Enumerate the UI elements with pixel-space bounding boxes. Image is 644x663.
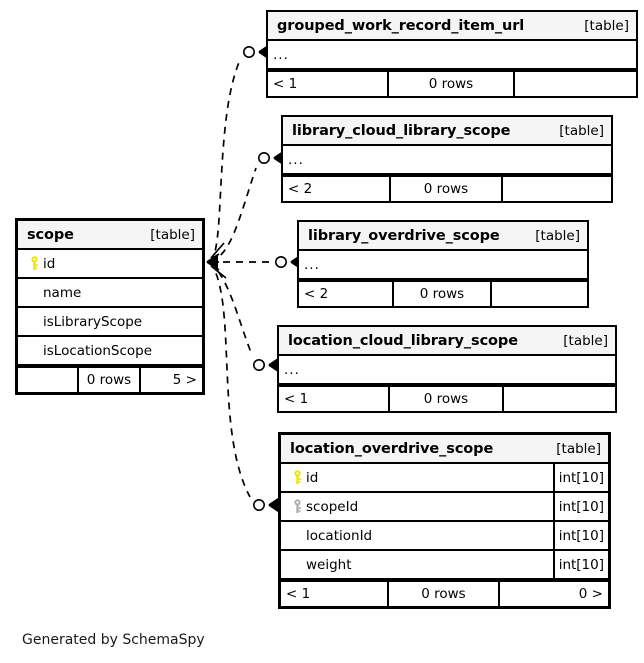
edge-scope-to-location-cloud-library-scope xyxy=(209,261,253,356)
table-row[interactable]: isLibraryScope xyxy=(18,308,202,337)
column-name: name xyxy=(43,284,82,301)
column-cell: name xyxy=(18,285,202,301)
column-name: isLibraryScope xyxy=(43,313,143,330)
table-header-location_cloud_library_scope[interactable]: location_cloud_library_scope [table] xyxy=(279,327,615,356)
footer-row-count: 0 rows xyxy=(389,582,501,606)
column-name: id xyxy=(43,255,56,272)
column-name: weight xyxy=(306,556,352,573)
column-type: int[10] xyxy=(552,464,608,491)
table-row[interactable]: isLocationScope xyxy=(18,337,202,366)
table-kind-label: [table] xyxy=(150,226,195,243)
table-node-library_cloud_library_scope[interactable]: library_cloud_library_scope [table]... < 2… xyxy=(281,115,613,203)
column-name: scopeId xyxy=(306,498,359,515)
column-name: isLocationScope xyxy=(43,342,153,359)
footer-row-count: 0 rows xyxy=(394,282,492,306)
footer-parent-count[interactable]: < 2 xyxy=(299,282,395,306)
footer-child-count[interactable] xyxy=(504,387,615,411)
schemaspy-credit: Generated by SchemaSpy xyxy=(22,632,205,648)
table-kind-label: [table] xyxy=(556,440,601,457)
table-node-location_overdrive_scope[interactable]: location_overdrive_scope [table] id int[10]… xyxy=(278,432,611,609)
table-row[interactable]: name xyxy=(18,279,202,308)
edge-scope-to-library-cloud-library-scope xyxy=(209,167,257,263)
table-header-location_overdrive_scope[interactable]: location_overdrive_scope [table] xyxy=(281,435,608,464)
footer-row-count: 0 rows xyxy=(389,72,515,96)
column-cell: isLocationScope xyxy=(18,343,202,359)
collapsed-columns-ellipsis: ... xyxy=(284,361,300,378)
table-row[interactable]: weight int[10] xyxy=(281,551,608,580)
table-row[interactable]: ... xyxy=(279,356,615,385)
column-type: int[10] xyxy=(552,522,608,549)
footer-child-count[interactable] xyxy=(515,72,636,96)
column-type: int[10] xyxy=(552,551,608,578)
table-header-scope[interactable]: scope [table] xyxy=(18,221,202,250)
table-node-grouped_work_record_item_url[interactable]: grouped_work_record_item_url [table]... < … xyxy=(266,10,638,98)
column-cell: id xyxy=(281,470,553,486)
footer-parent-count[interactable] xyxy=(18,368,79,392)
table-kind-label: [table] xyxy=(584,17,629,34)
table-kind-label: [table] xyxy=(563,332,608,349)
table-row[interactable]: scopeId int[10] xyxy=(281,493,608,522)
key-icon-primary xyxy=(26,256,43,271)
collapsed-columns-ellipsis: ... xyxy=(273,46,289,63)
table-row[interactable]: locationId int[10] xyxy=(281,522,608,551)
footer-parent-count[interactable]: < 1 xyxy=(268,72,390,96)
table-title: location_cloud_library_scope xyxy=(288,332,518,349)
key-icon-primary xyxy=(289,470,306,485)
table-title: location_overdrive_scope xyxy=(290,440,494,457)
column-cell: isLibraryScope xyxy=(18,314,202,330)
edge-scope-to-grouped-work-record-item-url xyxy=(209,59,241,263)
table-row[interactable]: id int[10] xyxy=(281,464,608,493)
edge-scope-to-location-overdrive-scope xyxy=(209,261,251,498)
column-cell: id xyxy=(18,256,202,272)
table-header-library_overdrive_scope[interactable]: library_overdrive_scope [table] xyxy=(299,222,587,251)
footer-parent-count[interactable]: < 1 xyxy=(279,387,390,411)
column-name: locationId xyxy=(306,527,373,544)
table-title: grouped_work_record_item_url xyxy=(277,17,525,34)
table-title: library_overdrive_scope xyxy=(308,227,500,244)
key-icon-foreign xyxy=(289,499,306,514)
column-cell: scopeId xyxy=(281,499,553,515)
column-type: int[10] xyxy=(552,493,608,520)
table-header-grouped_work_record_item_url[interactable]: grouped_work_record_item_url [table] xyxy=(268,12,636,41)
table-node-scope[interactable]: scope [table] id name isLibraryScope isLocati… xyxy=(15,218,205,395)
table-kind-label: [table] xyxy=(559,122,604,139)
collapsed-columns-ellipsis: ... xyxy=(304,256,320,273)
footer-child-count[interactable] xyxy=(503,177,611,201)
table-kind-label: [table] xyxy=(535,227,580,244)
table-title: scope xyxy=(27,226,74,243)
column-cell: weight xyxy=(281,557,553,573)
table-header-library_cloud_library_scope[interactable]: library_cloud_library_scope [table] xyxy=(283,117,611,146)
table-title: library_cloud_library_scope xyxy=(292,122,511,139)
footer-child-count[interactable]: 5 > xyxy=(172,372,197,388)
collapsed-columns-ellipsis: ... xyxy=(288,151,304,168)
table-row[interactable]: ... xyxy=(299,251,587,280)
table-footer-scope: 0 rows 5 > xyxy=(18,366,202,392)
footer-row-count: 0 rows xyxy=(79,368,142,392)
column-cell: locationId xyxy=(281,528,553,544)
footer-child-count[interactable] xyxy=(492,282,587,306)
footer-child-count[interactable]: 0 > xyxy=(578,586,603,602)
footer-row-count: 0 rows xyxy=(390,387,505,411)
table-row[interactable]: id xyxy=(18,250,202,279)
table-row[interactable]: ... xyxy=(283,146,611,175)
column-name: id xyxy=(306,469,319,486)
table-node-location_cloud_library_scope[interactable]: location_cloud_library_scope [table]... < … xyxy=(277,325,617,413)
footer-parent-count[interactable]: < 1 xyxy=(281,582,389,606)
edge-endpoint-location-overdrive-scope xyxy=(252,496,282,514)
table-row[interactable]: ... xyxy=(268,41,636,70)
footer-parent-count[interactable]: < 2 xyxy=(283,177,392,201)
footer-row-count: 0 rows xyxy=(391,177,503,201)
edge-arrowheads-into-scope xyxy=(206,242,227,279)
